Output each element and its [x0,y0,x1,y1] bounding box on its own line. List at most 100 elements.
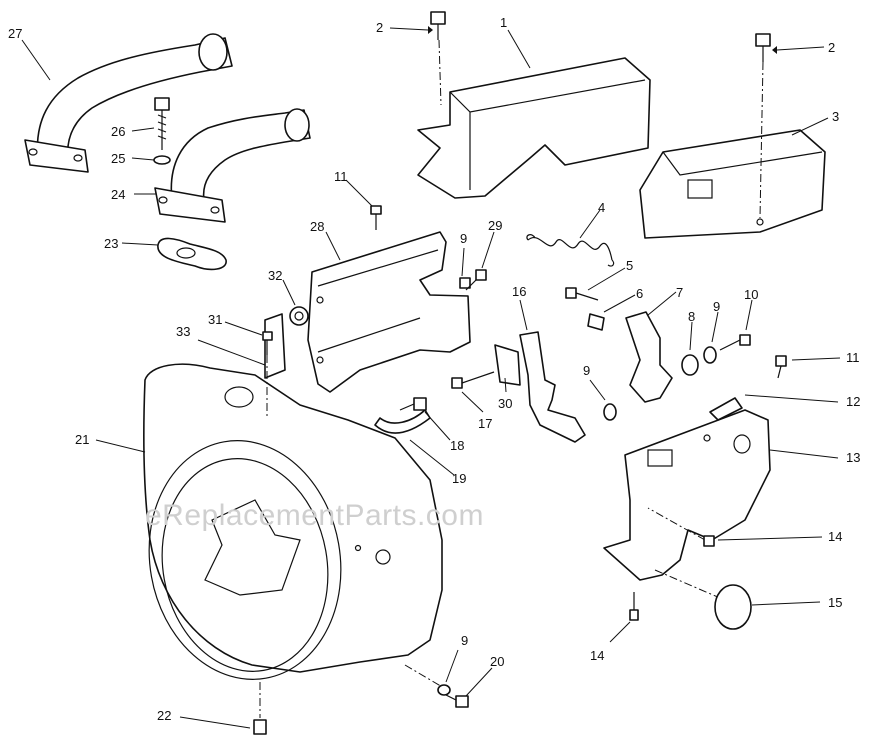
callout-14-right: 14 [828,529,842,544]
callout-3: 3 [832,109,839,124]
leader-3 [791,117,829,136]
arrowhead-2b [772,46,777,54]
callout-27: 27 [8,26,22,41]
leader-dash-2b [759,61,764,219]
leader-2b [776,46,825,51]
leader-17 [461,391,484,413]
leader-4 [579,209,601,239]
leader-7 [647,291,677,316]
callout-29: 29 [488,218,502,233]
bolt-2-left [430,11,446,40]
leader-22 [179,716,251,729]
leader-31 [224,321,263,336]
leader-dash-14 [647,507,706,541]
callout-18: 18 [450,438,464,453]
callout-25: 25 [111,151,125,166]
leader-16 [519,299,528,331]
leader-27 [21,39,51,81]
washer-9-right [703,346,717,364]
callout-30: 30 [498,396,512,411]
callout-22: 22 [157,708,171,723]
bolt-17 [451,371,495,389]
exhaust-pipe-24 [154,108,311,223]
bolt-10 [719,334,751,351]
clamp-19 [374,409,431,434]
leader-32 [282,279,296,306]
leader-14-right [717,536,823,541]
callout-14-lower: 14 [590,648,604,663]
exhaust-pipe-27 [24,33,233,173]
callout-2-left: 2 [376,20,383,35]
callout-9-right: 9 [713,299,720,314]
screw-20 [445,694,469,708]
leader-33 [197,339,266,366]
leader-21 [95,439,146,453]
arrowhead-2a [428,26,433,34]
leader-9-upper [461,247,465,277]
callout-11-upper: 11 [334,169,348,184]
leader-18 [424,411,451,441]
leader-dash-15 [654,569,721,599]
leader-dash-20 [404,664,445,689]
callout-9-lower: 9 [583,363,590,378]
cover-1 [417,57,651,199]
leader-5 [587,267,626,291]
grommet-32 [289,306,309,326]
leader-10 [745,299,753,331]
leader-23 [121,242,159,246]
gasket-23 [157,237,227,271]
leader-12 [744,394,839,403]
callout-17: 17 [478,416,492,431]
leader-6 [603,294,636,313]
callout-8: 8 [688,309,695,324]
nut-9-upper [459,277,471,289]
leader-25 [131,157,155,161]
leader-15 [751,601,821,606]
callout-13: 13 [846,450,860,465]
callout-24: 24 [111,187,125,202]
bolt-11-upper [370,205,382,230]
screw-18 [399,397,427,411]
leader-2a [389,27,429,31]
cover-3 [639,129,826,239]
leader-11-right [791,357,841,361]
blower-housing-21 [143,363,443,680]
bolt-11-right [775,355,787,379]
callout-9-upper: 9 [460,231,467,246]
callout-20: 20 [490,654,504,669]
bolt-26 [154,97,170,150]
callout-28: 28 [310,219,324,234]
callout-6: 6 [636,286,643,301]
washer-9-lower [603,403,617,421]
screw-22 [253,719,267,735]
watermark: eReplacementParts.com [145,499,484,532]
screw-14-right [703,535,715,547]
spring-4 [526,234,615,267]
washer-9-bottom [437,684,451,696]
leader-20 [465,667,493,697]
callout-11-right: 11 [846,350,860,365]
callout-16: 16 [512,284,526,299]
callout-26: 26 [111,124,125,139]
screw-14-lower [629,592,639,621]
shield-13 [603,397,771,581]
callout-labels: 1 2 2 3 4 5 6 7 8 9 9 9 9 10 11 11 12 13… [8,15,860,723]
callout-12: 12 [846,394,860,409]
bolt-31 [262,331,273,355]
control-bracket-16 [519,331,586,443]
leader-28 [325,231,341,261]
bushing-8 [681,354,699,376]
leader-14-lower [609,621,631,643]
leader-9-right [711,311,719,343]
leader-11-upper [345,179,373,207]
leader-lines [21,27,841,729]
callout-21: 21 [75,432,89,447]
callout-32: 32 [268,268,282,283]
callout-19: 19 [452,471,466,486]
callout-2-right: 2 [828,40,835,55]
callout-5: 5 [626,258,633,273]
callout-7: 7 [676,285,683,300]
washer-25 [153,155,171,165]
callout-31: 31 [208,312,222,327]
